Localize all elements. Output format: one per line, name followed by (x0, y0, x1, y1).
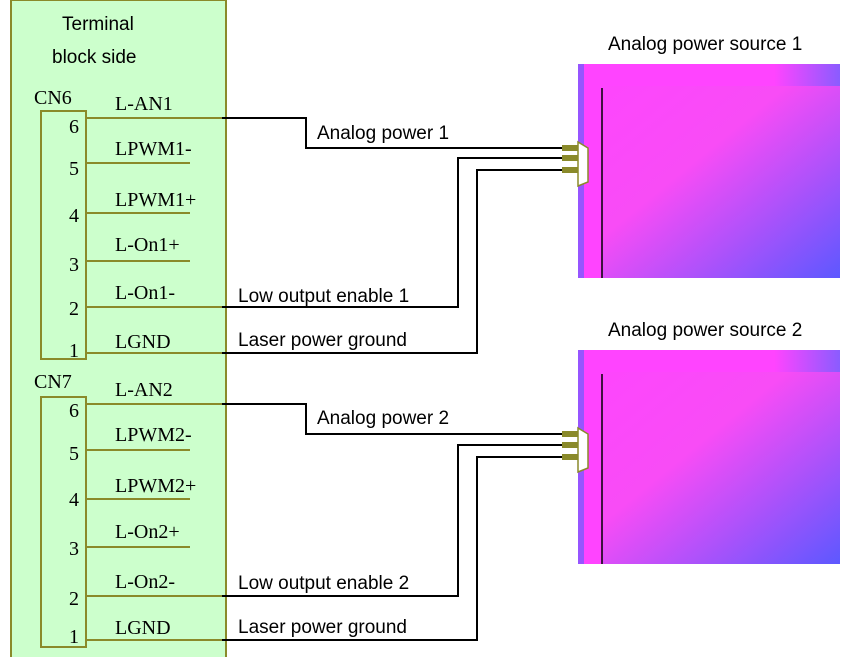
pin-number: 5 (69, 443, 79, 465)
pin-label: L-On2+ (115, 521, 180, 543)
connector-housing (40, 396, 87, 648)
signal-label-enable: Low output enable 1 (238, 286, 409, 307)
analog-power-source-1: Analog power source 1 (562, 34, 840, 278)
wire-laser-ground (222, 169, 562, 354)
pin-number: 1 (69, 340, 79, 362)
pin-label: L-On1- (115, 282, 175, 304)
signal-label-enable: Low output enable 2 (238, 573, 409, 594)
pin-number: 6 (69, 116, 79, 138)
wires-cn6 (222, 117, 562, 354)
pin-number: 2 (69, 588, 79, 610)
pin-label: LGND (115, 331, 171, 353)
wire-low-output-enable (222, 444, 562, 597)
wire-analog-power (222, 117, 562, 149)
terminal-block-title-line2: block side (52, 47, 137, 68)
connector-label: CN7 (34, 371, 72, 393)
pin-number: 5 (69, 158, 79, 180)
pin-number: 3 (69, 538, 79, 560)
wire-analog-power (222, 403, 562, 435)
pin-label: L-AN1 (115, 93, 173, 115)
pin-number: 4 (69, 205, 79, 227)
connector-label: CN6 (34, 87, 72, 109)
pin-number: 2 (69, 298, 79, 320)
pin-number: 4 (69, 489, 79, 511)
signal-label-ground: Laser power ground (238, 617, 407, 638)
pin-label: L-AN2 (115, 379, 173, 401)
connector-cn6: CN6 6 L-AN1 5 LPWM1- 4 LPWM1+ 3 L-On1+ 2… (34, 87, 222, 362)
wire-laser-ground (222, 456, 562, 641)
pin-label: LGND (115, 617, 171, 639)
connector-cn7: CN7 6 L-AN2 5 LPWM2- 4 LPWM2+ 3 L-On2+ 2… (34, 371, 222, 648)
connector-housing (40, 110, 87, 360)
pin-label: L-On2- (115, 571, 175, 593)
terminal-block-title-line1: Terminal (62, 14, 134, 35)
pin-number: 3 (69, 254, 79, 276)
signal-label-analog: Analog power 1 (317, 123, 449, 144)
pin-label: L-On1+ (115, 234, 180, 256)
wire-low-output-enable (222, 157, 562, 308)
signal-label-ground: Laser power ground (238, 330, 407, 351)
source-title: Analog power source 1 (608, 34, 802, 55)
wires-cn7 (222, 403, 562, 641)
pin-label: LPWM1- (115, 138, 192, 160)
signal-label-analog: Analog power 2 (317, 408, 449, 429)
pin-number: 6 (69, 400, 79, 422)
pin-number: 1 (69, 626, 79, 648)
pin-label: LPWM2- (115, 424, 192, 446)
pin-label: LPWM2+ (115, 475, 196, 497)
plug-connector (562, 140, 589, 188)
plug-connector (562, 426, 589, 474)
analog-power-source-2: Analog power source 2 (562, 320, 840, 564)
pin-label: LPWM1+ (115, 189, 196, 211)
source-title: Analog power source 2 (608, 320, 802, 341)
